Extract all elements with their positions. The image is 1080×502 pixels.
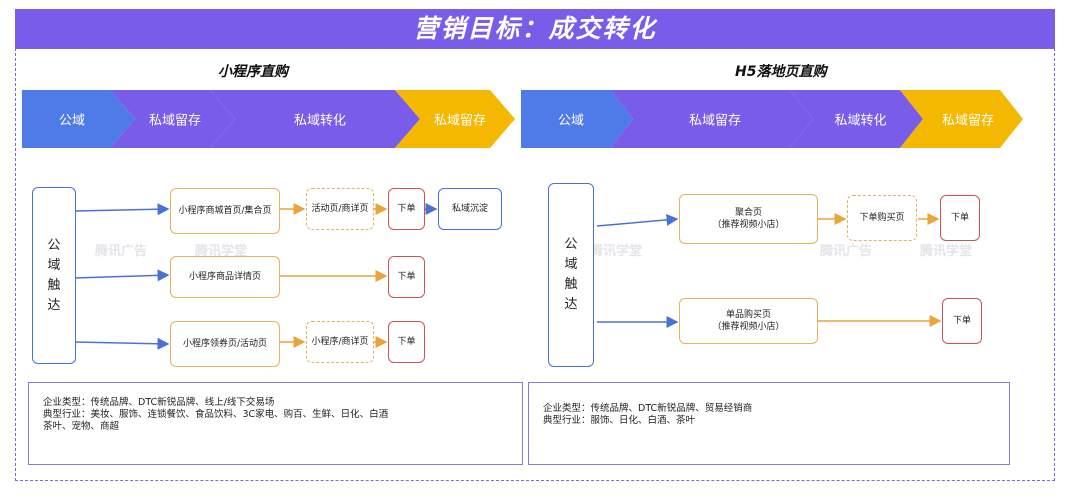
stage-label: 公域: [58, 113, 85, 129]
flow-node: 活动页/商详页: [306, 188, 374, 230]
stage-label: 私域转化: [293, 113, 346, 129]
right-section-title: H5落地页直购: [735, 64, 827, 80]
node-subtitle: （推荐视频小店）: [712, 322, 785, 332]
stage-label: 私域留存: [688, 113, 741, 129]
info-line: 企业类型：传统品牌、DTC新锐品牌、线上/线下交易场: [43, 397, 275, 408]
stage-label: 私域转化: [834, 113, 887, 129]
stage-chevron-4: [900, 90, 1023, 148]
stage-label: 公域: [557, 113, 584, 129]
stage-label: 私域留存: [148, 113, 201, 129]
watermark: 腾讯学堂: [195, 244, 248, 259]
flow-node: 小程序商品详情页: [170, 256, 280, 298]
flow-node: 私域沉淀: [438, 188, 502, 230]
flow-node: 下单: [940, 195, 980, 241]
flow-arrow: [74, 269, 170, 282]
info-line: 茶叶、宠物、商超: [43, 421, 120, 432]
left-info-box: 企业类型：传统品牌、DTC新锐品牌、线上/线下交易场 典型行业：美妆、服饰、连锁…: [28, 382, 523, 465]
info-line: 企业类型：传统品牌、DTC新锐品牌、贸易经销商: [543, 403, 753, 414]
flow-arrow: [74, 203, 170, 216]
page-title: 营销目标：成交转化: [15, 9, 1055, 49]
stage-label: 私域留存: [433, 113, 486, 129]
flow-arrow: [596, 213, 679, 227]
flow-node: 单品购买页 （推荐视频小店）: [679, 298, 818, 344]
flow-node: 小程序商城首页/集合页: [170, 188, 280, 234]
flow-node: 下单: [388, 321, 425, 363]
flow-node: 下单购买页: [847, 195, 917, 241]
flow-node: 小程序/商详页: [306, 321, 374, 363]
flow-node: 聚合页 （推荐视频小店）: [679, 194, 818, 244]
info-line: 典型行业：美妆、服饰、连锁餐饮、食品饮料、3C家电、购百、生鲜、日化、白酒: [43, 409, 389, 420]
node-subtitle: （推荐视频小店）: [712, 220, 785, 230]
stage-chevron-2: [610, 90, 813, 148]
public-touch-box: 公 域 触 达: [548, 183, 594, 367]
flow-node: 小程序领券页/活动页: [170, 321, 280, 367]
flow-arrow: [74, 337, 170, 350]
info-line: 典型行业：服饰、日化、白酒、茶叶: [543, 415, 696, 426]
watermark: 腾讯广告: [820, 244, 873, 259]
watermark: 腾讯广告: [95, 244, 148, 259]
flow-node: 下单: [388, 256, 425, 298]
stage-chevron-2: [110, 90, 235, 148]
watermark: 腾讯学堂: [920, 244, 973, 259]
stage-chevron-3: [210, 90, 420, 148]
left-section-title: 小程序直购: [218, 64, 288, 80]
content-frame: [15, 48, 1055, 481]
flow-node: 下单: [942, 298, 982, 344]
node-title: 聚合页: [734, 208, 762, 218]
stage-label: 私域留存: [941, 113, 994, 129]
watermark: 腾讯学堂: [590, 244, 643, 259]
right-info-box: 企业类型：传统品牌、DTC新锐品牌、贸易经销商 典型行业：服饰、日化、白酒、茶叶: [528, 382, 1010, 465]
stage-chevron-1: [521, 90, 633, 148]
stage-chevron-4: [395, 90, 515, 148]
flow-node: 下单: [388, 188, 425, 230]
public-touch-box: 公 域 触 达: [32, 187, 76, 364]
stage-chevron-1: [22, 90, 135, 148]
node-title: 单品购买页: [725, 310, 771, 320]
stage-chevron-3: [790, 90, 923, 148]
